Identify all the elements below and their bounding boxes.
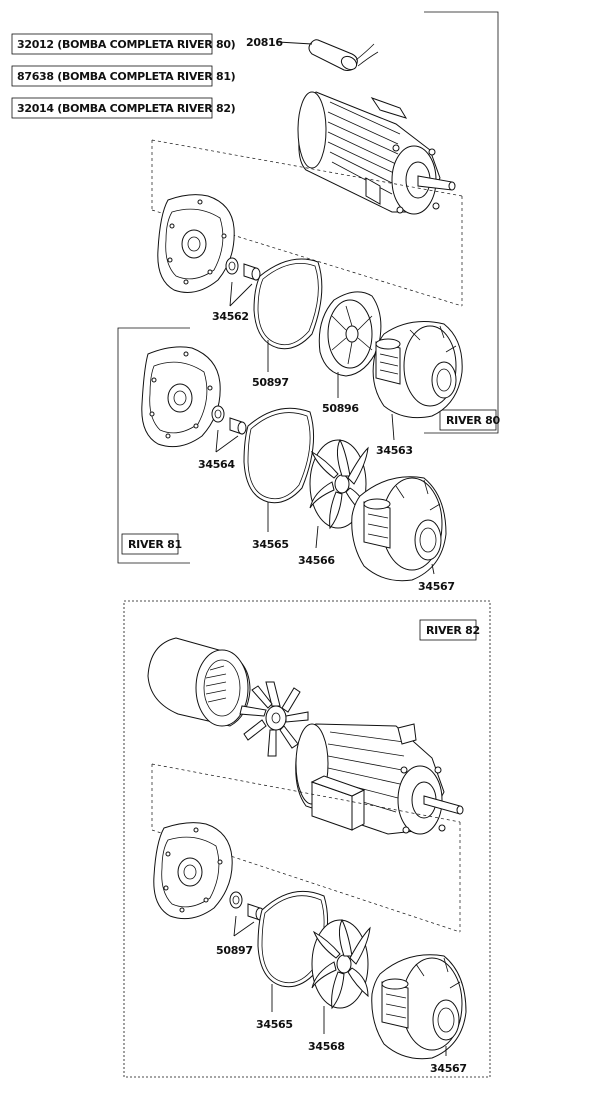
order-code-2: 87638 (BOMBA COMPLETA RIVER 81)	[17, 70, 236, 83]
capacitor-20816	[308, 39, 379, 71]
label-34566: 34566	[298, 554, 335, 567]
oring-34565-bottom	[257, 890, 329, 988]
seal-50897-bottom	[229, 891, 265, 921]
river82-label: RIVER 82	[426, 624, 480, 637]
label-34568: 34568	[308, 1040, 345, 1053]
assembly-guide-bottom	[151, 763, 461, 933]
oring-34565-mid	[243, 407, 315, 504]
oring-50897-top	[253, 258, 323, 350]
label-34565-bottom: 34565	[256, 1018, 293, 1031]
seal-34564	[211, 405, 247, 435]
pump-cover-river82	[153, 822, 233, 920]
pump-body-34567-mid	[351, 476, 447, 582]
label-34563: 34563	[376, 444, 413, 457]
pump-cover-river80	[157, 194, 235, 293]
river82-frame	[123, 600, 491, 1078]
order-code-box-3: 32014 (BOMBA COMPLETA RIVER 82)	[11, 97, 236, 119]
label-34565-mid: 34565	[252, 538, 289, 551]
river81-label-box: RIVER 81	[121, 533, 182, 555]
impeller-34566	[309, 438, 369, 530]
cooling-fan	[239, 681, 309, 757]
label-34564: 34564	[198, 458, 235, 471]
order-code-1: 32012 (BOMBA COMPLETA RIVER 80)	[17, 38, 236, 51]
motor-river82	[295, 723, 464, 835]
label-50896: 50896	[322, 402, 359, 415]
label-34567-mid: 34567	[418, 580, 455, 593]
pump-cover-river81	[141, 346, 221, 448]
pump-body-34567-bottom	[371, 954, 467, 1060]
pump-body-34563	[372, 321, 463, 419]
label-50897-top: 50897	[252, 376, 289, 389]
order-code-3: 32014 (BOMBA COMPLETA RIVER 82)	[17, 102, 236, 115]
impeller-34568	[311, 918, 371, 1010]
impeller-50896	[318, 291, 382, 377]
label-34567-bottom: 34567	[430, 1062, 467, 1075]
order-code-box-2: 87638 (BOMBA COMPLETA RIVER 81)	[11, 65, 236, 87]
river80-label: RIVER 80	[446, 414, 500, 427]
seal-34562	[225, 257, 261, 281]
label-50897-bottom: 50897	[216, 944, 253, 957]
river81-frame	[117, 327, 190, 564]
motor-river80	[297, 91, 456, 215]
river80-label-box: RIVER 80	[439, 409, 501, 431]
label-34562: 34562	[212, 310, 249, 323]
river82-label-box: RIVER 82	[419, 619, 480, 641]
order-code-box-1: 32012 (BOMBA COMPLETA RIVER 80)	[11, 33, 236, 55]
assembly-guide-top	[151, 139, 463, 307]
river80-frame	[424, 11, 499, 434]
river81-label: RIVER 81	[128, 538, 182, 551]
fan-cover	[147, 637, 251, 727]
label-20816: 20816	[246, 36, 283, 49]
